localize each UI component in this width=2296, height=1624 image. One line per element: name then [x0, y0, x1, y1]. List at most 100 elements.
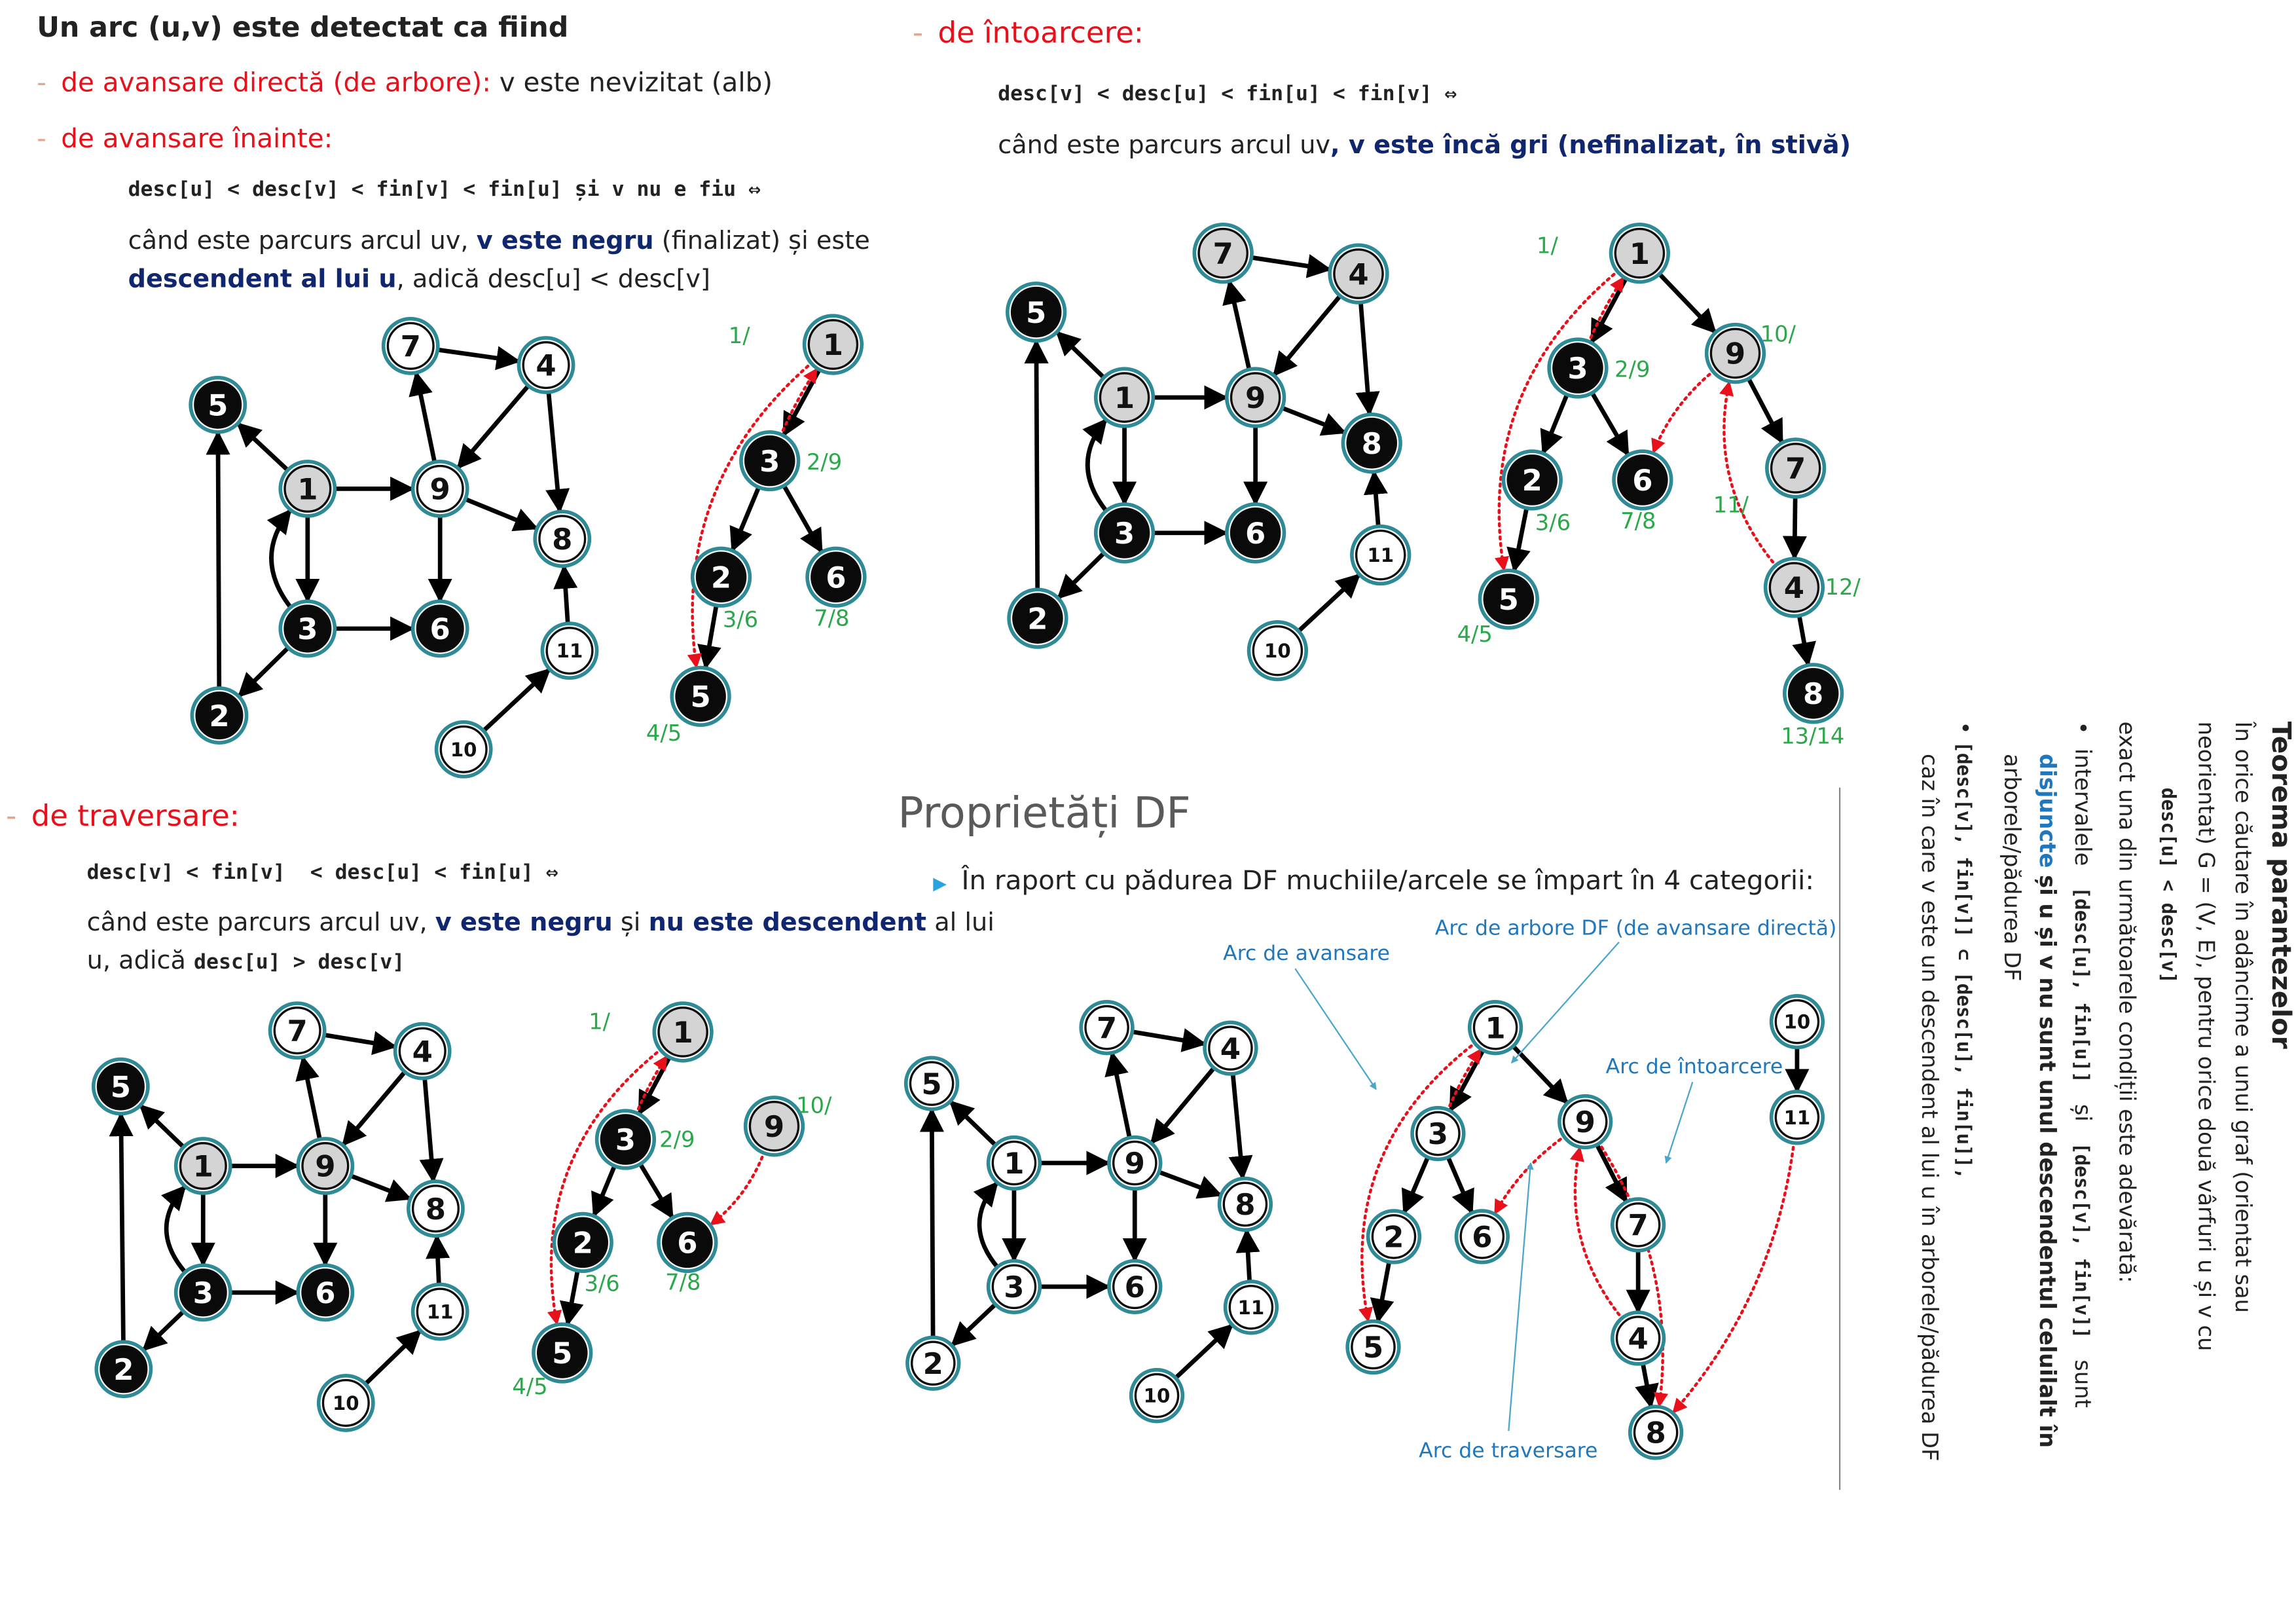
graph-back-node-11: 11 — [1350, 524, 1412, 586]
tree-back-time-label-8: 13/14 — [1781, 723, 1844, 748]
tree-back-node-5: 5 — [1478, 568, 1539, 630]
graph-properties-edge-10-11 — [1172, 1323, 1234, 1382]
graph-back-node-1: 1 — [1093, 367, 1156, 428]
graph-forward-edge-4-8 — [545, 390, 570, 513]
tree-forward-dotted-1-5 — [687, 360, 814, 669]
graph-back-node-2: 2 — [1007, 587, 1068, 649]
tree-back-dotted-1-5 — [1494, 268, 1621, 572]
tree-cross-dotted-3-1 — [634, 1055, 668, 1116]
graph-cross-node-1: 1 — [173, 1137, 232, 1195]
tree-cross-node-2: 2 — [552, 1211, 613, 1274]
graph-back-edge-11-8 — [1363, 470, 1388, 529]
forest-properties-dotted-11-8 — [1671, 1139, 1796, 1414]
graph-forward-edge-11-8 — [553, 564, 578, 626]
graph-properties-node-7: 7 — [1079, 1000, 1135, 1056]
forest-properties-node-10: 10 — [1769, 994, 1825, 1050]
tree-forward-node-label-6: 6 — [826, 560, 846, 595]
graph-properties-node-5: 5 — [903, 1056, 960, 1111]
graph-cross-node-9: 9 — [296, 1137, 355, 1195]
graph-forward-node-2: 2 — [190, 686, 249, 745]
graph-forward-node-label-11: 11 — [556, 640, 583, 662]
tree-back-node-9: 9 — [1704, 322, 1766, 384]
graph-back-node-label-4: 4 — [1348, 257, 1368, 291]
forest-properties-node-label-8: 8 — [1645, 1416, 1666, 1450]
forward-text-2: descendent al lui u, adică desc[u] < des… — [128, 265, 710, 295]
graph-forward-node-6: 6 — [410, 599, 469, 658]
tree-forward-node-label-5: 5 — [690, 680, 710, 714]
graph-back-node-label-1: 1 — [1114, 380, 1135, 415]
forest-properties-node-label-10: 10 — [1784, 1011, 1811, 1033]
tree-cross-node-1: 1 — [652, 1001, 714, 1063]
graph-forward-node-5: 5 — [189, 375, 247, 434]
tree-back-node-label-3: 3 — [1567, 351, 1588, 386]
tree-forward-node-5: 5 — [670, 665, 731, 727]
back-label: de întoarcere: — [938, 14, 1144, 50]
graph-back-node-label-9: 9 — [1245, 380, 1266, 415]
forest-properties-node-11: 11 — [1769, 1090, 1825, 1145]
graph-properties-node-4: 4 — [1203, 1020, 1258, 1076]
forward-line: -de avansare înainte: — [37, 123, 333, 155]
forest-properties-node-2: 2 — [1366, 1209, 1422, 1264]
tree-cross-dotted-9-6 — [709, 1149, 767, 1227]
tree-back-dotted-3-1 — [1586, 276, 1625, 346]
forward-text-1: când este parcurs arcul uv, v este negru… — [128, 227, 870, 257]
forest-properties-node-label-6: 6 — [1472, 1220, 1492, 1255]
graph-forward-edge-7-4 — [435, 346, 521, 371]
tree-back-node-label-8: 8 — [1803, 676, 1823, 711]
graph-back-node-label-6: 6 — [1245, 516, 1266, 551]
tree-forward-node-1: 1 — [802, 314, 864, 375]
graph-cross-node-4: 4 — [393, 1022, 452, 1080]
graph-cross-edge-11-8 — [426, 1234, 450, 1287]
graph-back-node-6: 6 — [1224, 502, 1286, 564]
forward-direct-desc: v este nevizitat (alb) — [499, 67, 773, 99]
graph-forward-node-7: 7 — [381, 316, 440, 375]
theorem-title: Teorema parantezelor — [2265, 721, 2296, 1049]
graph-forward-edge-9-7 — [409, 371, 437, 465]
graph-cross-edge-3-1 — [160, 1185, 189, 1276]
graph-properties-node-label-3: 3 — [1004, 1270, 1024, 1304]
graph-forward-node-8: 8 — [533, 509, 592, 568]
forest-properties-node-3: 3 — [1410, 1105, 1466, 1162]
theorem-bullet-1-c: arborele/pădurea DF — [1998, 754, 2026, 982]
graph-cross-node-7: 7 — [268, 1001, 327, 1060]
graph-forward-node-label-5: 5 — [208, 388, 228, 422]
graph-properties-node-label-11: 11 — [1238, 1297, 1265, 1319]
graph-properties-node-label-9: 9 — [1125, 1146, 1145, 1181]
graph-back-node-label-7: 7 — [1213, 236, 1233, 271]
graph-cross-node-2: 2 — [94, 1340, 153, 1399]
forest-properties-node-label-7: 7 — [1628, 1208, 1648, 1243]
graph-cross-node-label-7: 7 — [287, 1014, 307, 1048]
graph-cross-edge-9-8 — [348, 1173, 412, 1202]
graph-back-edge-7-4 — [1248, 254, 1332, 278]
tree-cross-node-3: 3 — [594, 1109, 657, 1170]
tree-back-dotted-9-6 — [1651, 368, 1717, 454]
label-forward-arc: Arc de avansare — [1223, 942, 1391, 966]
tree-forward-time-label-2: 3/6 — [723, 607, 758, 633]
tree-forward-node-label-1: 1 — [823, 327, 843, 362]
graph-forward-edge-4-9 — [456, 382, 532, 470]
graph-back-node-label-11: 11 — [1367, 544, 1394, 566]
forest-properties-dotted-9-6 — [1493, 1134, 1568, 1215]
graph-cross-node-label-6: 6 — [315, 1276, 335, 1310]
graph-back-edge-9-8 — [1279, 405, 1347, 436]
tree-back-time-label-3: 2/9 — [1614, 357, 1650, 382]
tree-back-time-label-9: 10/ — [1760, 322, 1796, 347]
tree-back-time-label-4: 12/ — [1825, 574, 1861, 600]
graph-forward-node-label-4: 4 — [536, 348, 556, 383]
graph-back-edge-1-5 — [1055, 331, 1107, 381]
graph-properties-node-6: 6 — [1107, 1259, 1163, 1314]
tree-cross-edge-1-3 — [637, 1054, 673, 1116]
graph-cross-node-label-8: 8 — [426, 1192, 446, 1227]
tree-forward-edge-1-3 — [782, 366, 823, 437]
tree-cross-node-label-2: 2 — [573, 1226, 593, 1261]
tree-back-edge-4-8 — [1792, 613, 1816, 667]
forest-properties-node-1: 1 — [1467, 1000, 1523, 1056]
graph-cross-edge-4-9 — [341, 1069, 409, 1147]
graph-back-node-label-5: 5 — [1026, 295, 1046, 330]
graph-forward-edge-2-5 — [206, 430, 230, 691]
graph-properties-edge-4-8 — [1228, 1071, 1253, 1181]
graph-cross-node-label-2: 2 — [113, 1352, 134, 1387]
graph-properties-node-label-8: 8 — [1235, 1187, 1255, 1222]
tree-forward-node-3: 3 — [739, 430, 801, 492]
graph-cross-node-3: 3 — [173, 1263, 232, 1322]
